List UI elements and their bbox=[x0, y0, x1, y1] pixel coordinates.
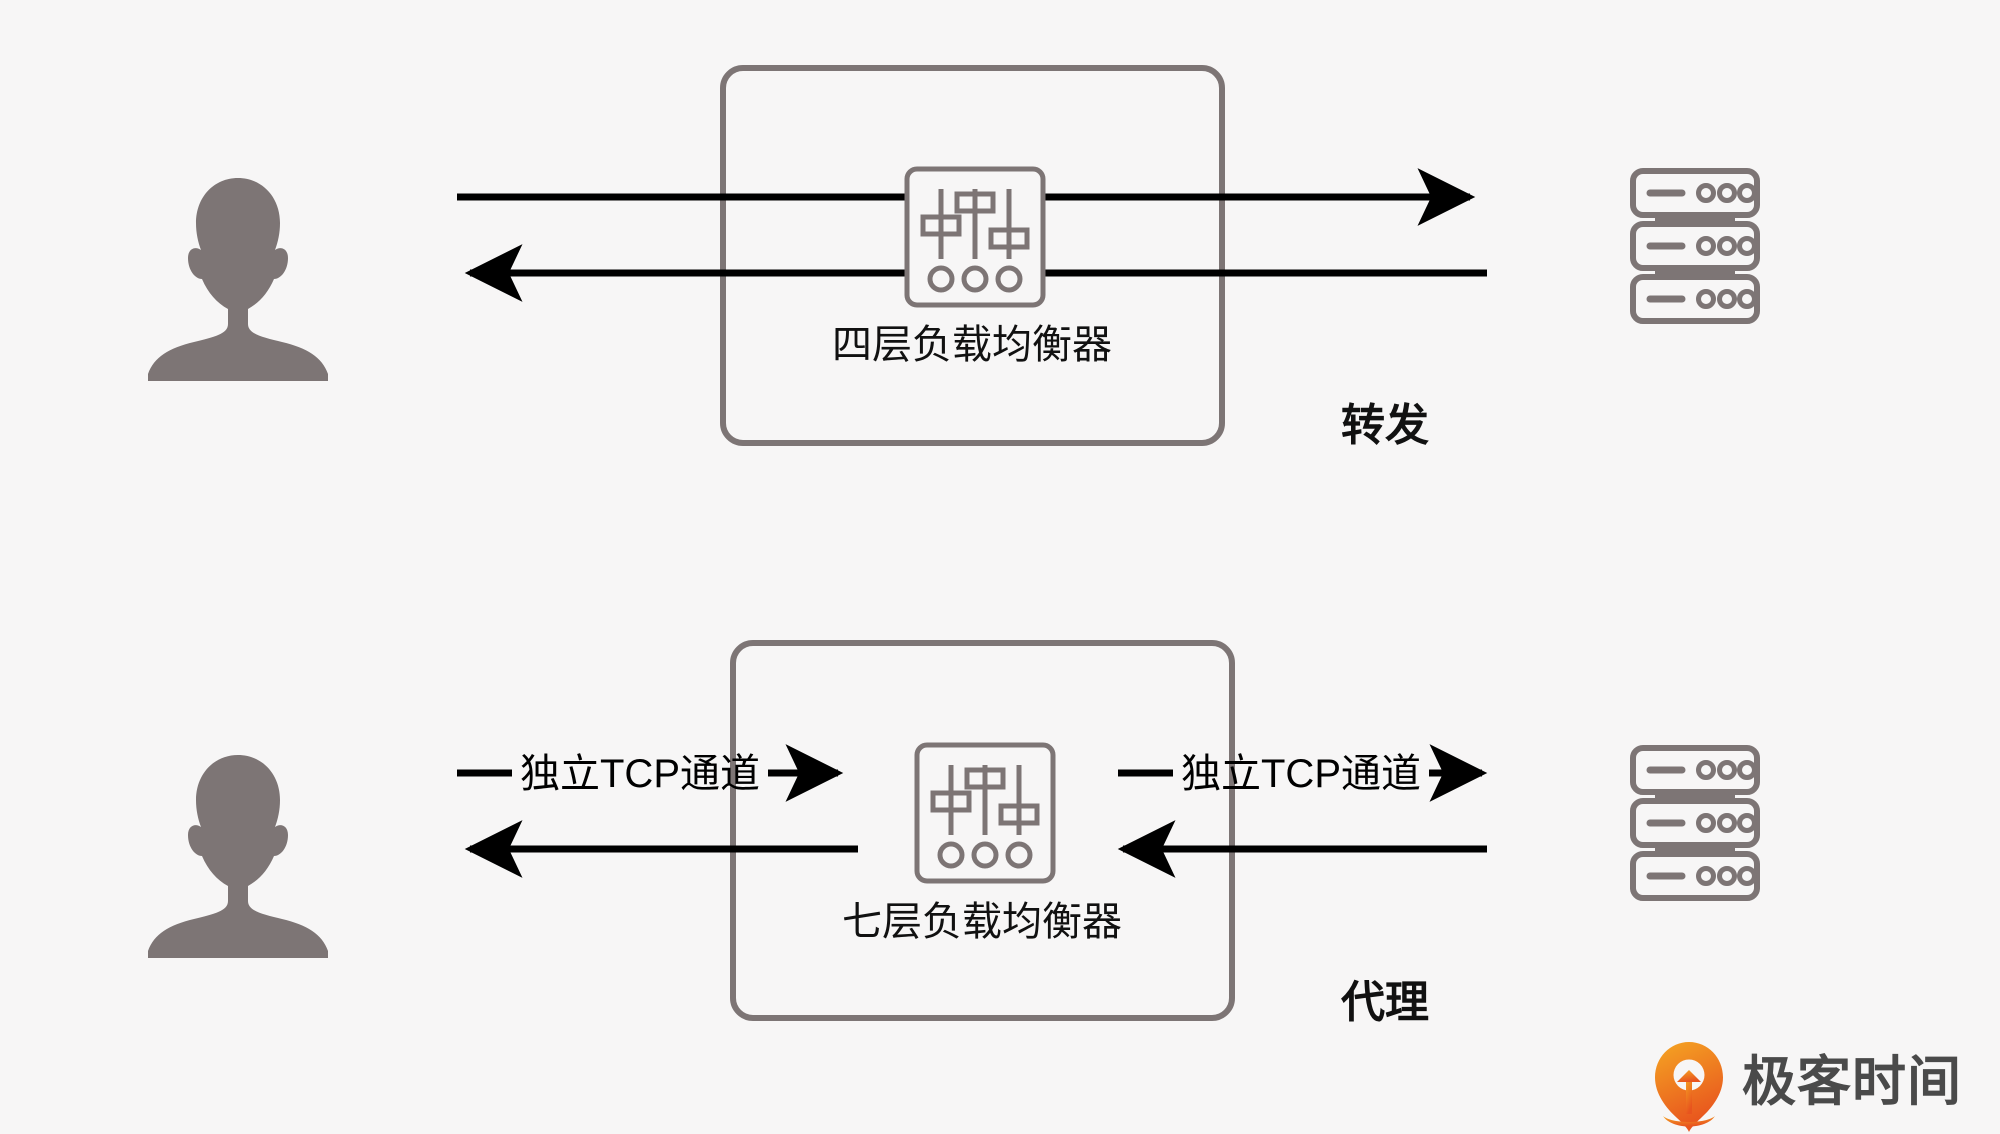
layer4-caption: 四层负载均衡器 bbox=[832, 323, 1112, 367]
layer7-boundary-box bbox=[730, 640, 1235, 1021]
layer4-boundary-box bbox=[720, 65, 1225, 446]
layer7-server-channel-label: 独立TCP通道 bbox=[1181, 752, 1421, 796]
layer7-equalizer-icon bbox=[917, 745, 1053, 881]
layer7-mode-label: 代理 bbox=[1340, 978, 1429, 1027]
layer4-equalizer-icon bbox=[907, 169, 1043, 305]
brand-watermark: 极客时间 bbox=[1655, 1042, 1962, 1132]
section-layer4: 四层负载均衡器 转发 bbox=[148, 65, 1757, 450]
brand-name: 极客时间 bbox=[1742, 1052, 1962, 1112]
section-layer7: 独立TCP通道 独立TCP通道 七层负载均衡器 代理 bbox=[148, 640, 1757, 1027]
layer7-caption: 七层负载均衡器 bbox=[842, 900, 1122, 944]
layer7-client-channel-label: 独立TCP通道 bbox=[520, 752, 760, 796]
layer4-mode-label: 转发 bbox=[1341, 401, 1429, 450]
geektime-pin-logo-icon bbox=[1655, 1042, 1723, 1132]
